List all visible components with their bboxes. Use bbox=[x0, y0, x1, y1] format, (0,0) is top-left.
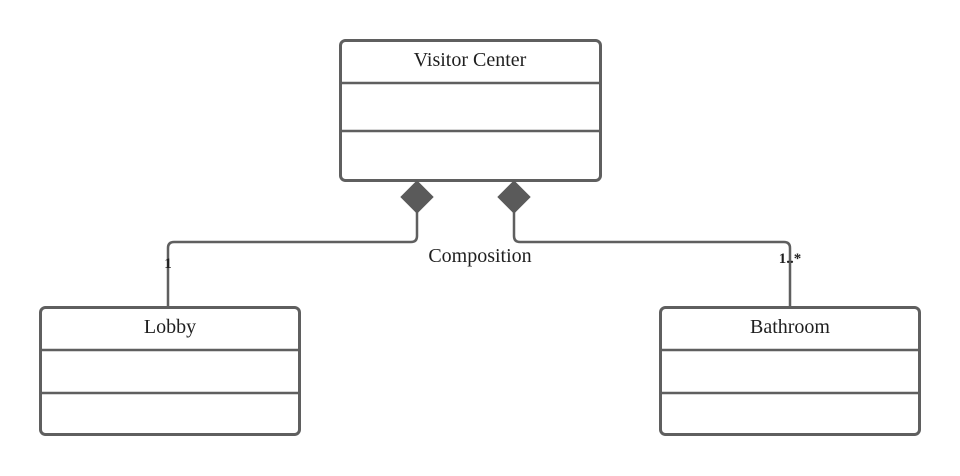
class-lobby[interactable]: Lobby bbox=[39, 306, 301, 436]
class-name-visitor-center: Visitor Center bbox=[414, 49, 527, 71]
composition-diamond-lobby bbox=[400, 180, 434, 214]
multiplicity-lobby: 1 bbox=[164, 256, 172, 272]
composition-label-background bbox=[420, 244, 540, 268]
class-box-bathroom bbox=[659, 306, 921, 436]
class-name-bathroom: Bathroom bbox=[750, 316, 830, 338]
composition-line-lobby bbox=[166, 210, 419, 307]
class-box-visitor-center bbox=[339, 39, 602, 182]
composition-label: Composition bbox=[428, 245, 531, 267]
composition-line-bathroom bbox=[512, 210, 792, 307]
multiplicity-bathroom: 1..* bbox=[779, 251, 802, 267]
class-bathroom[interactable]: Bathroom bbox=[659, 306, 921, 436]
composition-diamond-bathroom bbox=[497, 180, 531, 214]
class-box-lobby bbox=[39, 306, 301, 436]
class-name-lobby: Lobby bbox=[144, 316, 196, 338]
class-visitor-center[interactable]: Visitor Center bbox=[339, 39, 602, 182]
